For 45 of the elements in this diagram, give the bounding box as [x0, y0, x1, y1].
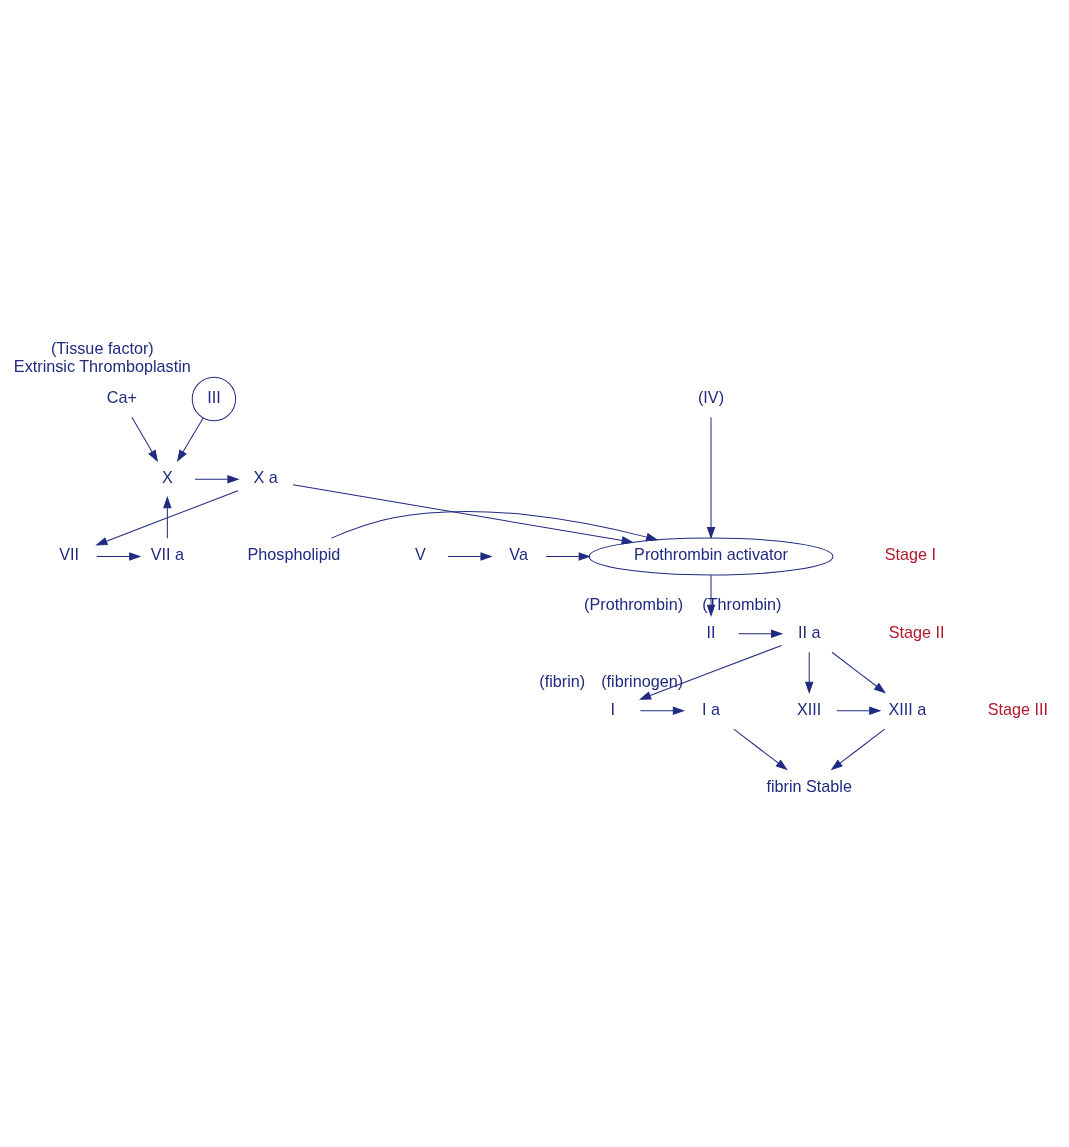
node-text: II: [706, 622, 716, 641]
arrow: [95, 490, 239, 546]
node-label: (Tissue factor): [50, 339, 154, 358]
arrow: [738, 629, 784, 639]
arrow: [638, 644, 782, 700]
node-text: I: [610, 699, 616, 718]
arrow: [830, 728, 886, 771]
arrow: [176, 417, 204, 463]
arrow: [447, 552, 493, 561]
arrow: [292, 484, 634, 545]
arrow: [96, 552, 142, 561]
arrow: [836, 706, 882, 716]
node-label: Extrinsic Thromboplastin: [13, 357, 191, 376]
label: Stage I: [884, 545, 937, 564]
arrow: [733, 728, 788, 771]
arrow: [163, 496, 172, 539]
node-text: VII a: [150, 545, 184, 564]
node-text: (IV): [697, 387, 725, 406]
node-text: fibrin Stable: [766, 776, 852, 795]
node-text: X: [161, 468, 173, 487]
label: Stage III: [987, 699, 1048, 718]
node-label: (fibrin): [539, 672, 586, 691]
node-label: (fibrinogen): [601, 672, 684, 691]
node-text: II a: [797, 622, 821, 641]
node-text: XIII: [797, 699, 822, 718]
arrow: [804, 651, 814, 694]
arrow: [831, 651, 886, 694]
arrow: [545, 552, 591, 561]
node-text: VII: [59, 545, 80, 564]
arrow: [706, 416, 716, 540]
arrow: [330, 510, 659, 542]
label: Stage II: [888, 622, 945, 641]
node-text: XIII a: [888, 699, 927, 718]
node-circle: III: [191, 376, 237, 422]
arrow: [194, 474, 240, 484]
arrow: [131, 416, 159, 463]
arrow: [639, 706, 685, 716]
node-text: I a: [702, 699, 721, 718]
node-label: (Thrombin): [702, 595, 782, 614]
node-text: V: [415, 545, 426, 564]
node-label: (Prothrombin): [584, 595, 684, 614]
node-text: Va: [509, 545, 528, 564]
node-text: Phospholipid: [247, 545, 341, 564]
node-text: Ca+: [106, 387, 137, 406]
node-text: X a: [253, 468, 278, 487]
